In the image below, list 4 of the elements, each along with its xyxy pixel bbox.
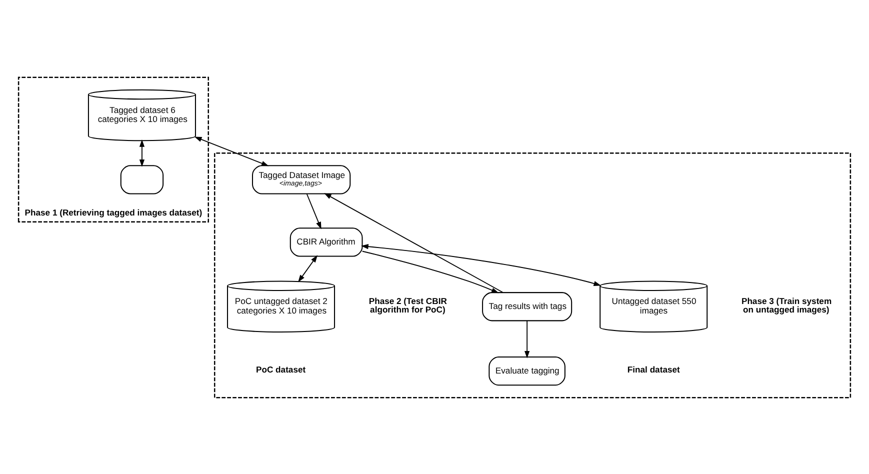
label: Phase 3 (Train system on untagged images) xyxy=(741,296,832,314)
node-label: Final dataset xyxy=(627,364,680,374)
label: Phase 2 (Test CBIR algorithm for PoC) xyxy=(368,296,447,314)
node-label: PoC dataset xyxy=(256,364,306,374)
